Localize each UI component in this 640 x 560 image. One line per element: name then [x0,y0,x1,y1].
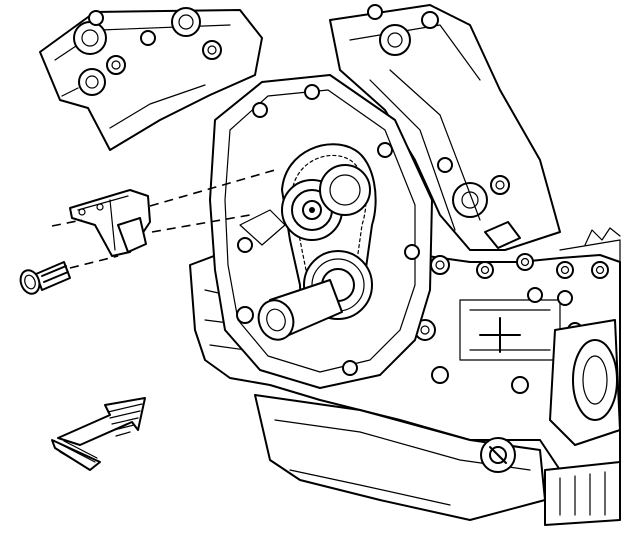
cylinder-head-right [329,4,561,251]
alignment-lines [51,169,276,269]
oil-pan [254,394,546,521]
crankshaft-nose [236,279,343,341]
oil-filter-adapter [544,319,621,526]
front-direction-arrow [51,397,146,471]
chain-tensioner [69,189,151,257]
oil-drain-plug [480,437,516,473]
tensioner-bolt [19,261,71,295]
upper-idler-pulley [281,164,371,241]
cylinder-head-left [39,7,263,151]
